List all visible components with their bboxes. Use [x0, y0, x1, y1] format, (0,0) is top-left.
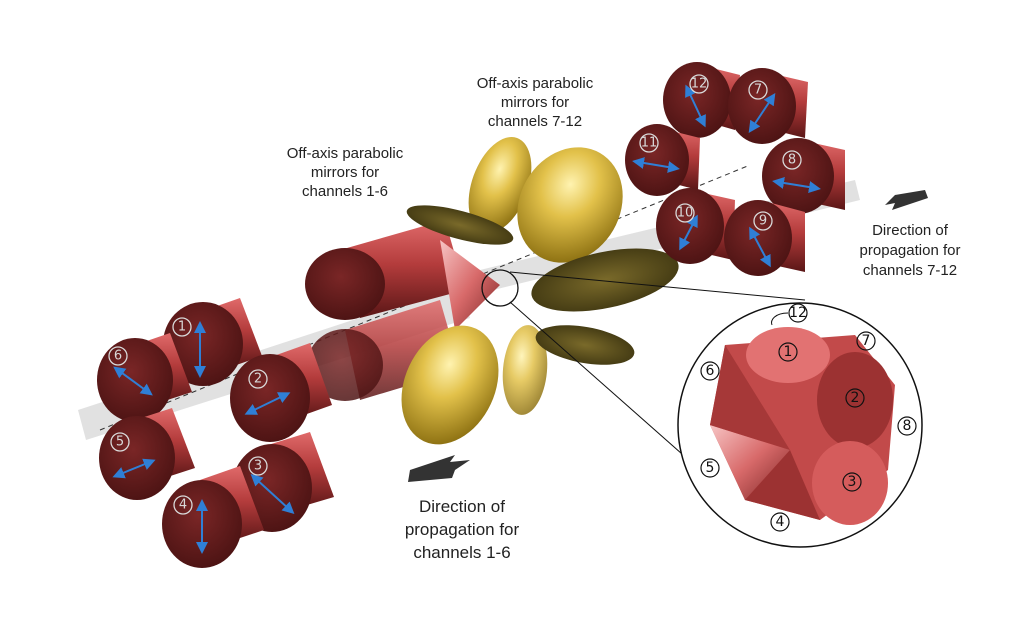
mirror-bottom-right	[535, 325, 635, 365]
polarization-arrow-11	[632, 157, 680, 173]
polarization-arrow-9	[749, 226, 771, 268]
channel-4-cylinder: 4	[162, 466, 264, 568]
polarization-arrow-7	[748, 93, 776, 133]
channel-8-cylinder: 8	[762, 138, 845, 214]
polarization-arrow-3	[250, 473, 295, 515]
mirror-left-flat	[406, 205, 514, 245]
inset-label-8: 8	[903, 418, 912, 434]
svg-text:propagation for: propagation for	[860, 242, 961, 259]
inset-cone-lower-shade	[745, 450, 820, 520]
channel-label-11: 11	[641, 136, 658, 151]
svg-text:channels 7-12: channels 7-12	[863, 262, 957, 279]
svg-text:Direction of: Direction of	[872, 222, 949, 239]
inset-facet-label-1: 1	[784, 344, 793, 360]
channel-label-4: 4	[179, 498, 187, 513]
mirror-bottom-mid	[502, 325, 548, 415]
inset-label-6: 6	[706, 363, 715, 379]
polarization-arrow-6	[113, 366, 153, 396]
propagation-arrow-7-12	[885, 190, 928, 210]
mirror-top-left	[468, 137, 532, 233]
inset-facet-1	[746, 327, 830, 383]
mirror-right-flat	[531, 248, 679, 312]
inset-facet-label-2: 2	[851, 390, 860, 406]
channel-10-cylinder: 10	[656, 188, 735, 264]
inset-label-4: 4	[776, 514, 785, 530]
inset-label-12: 12	[789, 305, 807, 321]
inset-cone-left	[710, 345, 790, 450]
zoom-circle	[481, 269, 519, 307]
channel-6-cylinder: 6	[97, 333, 192, 422]
inset-facet-2	[817, 352, 893, 448]
channel-label-7: 7	[754, 83, 762, 98]
left-channel-cylinders: 1 6 2 5	[97, 298, 334, 568]
svg-text:channels 7-12: channels 7-12	[488, 113, 582, 130]
polarization-arrow-2	[244, 392, 291, 415]
inset-label-7: 7	[862, 333, 871, 349]
central-cylinder-upper	[305, 220, 465, 320]
channel-label-1: 1	[178, 320, 186, 335]
channel-label-9: 9	[759, 214, 767, 229]
label-direction-1-6: Direction of propagation for channels 1-…	[405, 497, 520, 562]
channel-label-8: 8	[788, 153, 796, 168]
channel-label-12: 12	[691, 77, 708, 92]
svg-text:propagation for: propagation for	[405, 520, 520, 539]
mirrors-group	[401, 137, 679, 445]
mirror-top-right	[517, 147, 623, 263]
svg-text:channels 1-6: channels 1-6	[302, 183, 388, 200]
channel-label-6: 6	[114, 349, 122, 364]
svg-text:channels 1-6: channels 1-6	[413, 543, 510, 562]
label-mirrors-7-12: Off-axis parabolic mirrors for channels …	[477, 75, 594, 130]
svg-text:mirrors for: mirrors for	[501, 94, 569, 111]
inset-label-5: 5	[706, 460, 715, 476]
channel-9-cylinder: 9	[724, 200, 805, 276]
inset-facet-label-3: 3	[848, 474, 857, 490]
inset-facet-3	[812, 441, 888, 525]
central-cone	[440, 240, 500, 330]
channel-label-10: 10	[677, 206, 694, 221]
polarization-arrow-12	[685, 84, 706, 128]
inset-curl-arrow	[771, 312, 789, 326]
channel-5-cylinder: 5	[99, 408, 195, 500]
channel-2-cylinder: 2	[230, 343, 332, 442]
polarization-arrow-5	[112, 458, 156, 479]
right-channel-cylinders: 12 7 11 8	[625, 62, 845, 276]
channel-1-cylinder: 1	[163, 298, 262, 386]
label-direction-7-12: Direction of propagation for channels 7-…	[860, 222, 961, 279]
svg-text:Off-axis parabolic: Off-axis parabolic	[477, 75, 594, 92]
mirror-bottom-left	[401, 325, 499, 445]
channel-label-2: 2	[254, 372, 262, 387]
label-mirrors-1-6: Off-axis parabolic mirrors for channels …	[287, 145, 404, 200]
polarization-arrow-10	[679, 214, 698, 251]
svg-text:Off-axis parabolic: Off-axis parabolic	[287, 145, 404, 162]
polarization-arrow-8	[772, 177, 821, 193]
inset-magnified-view: 1 2 3 12 7 8 4 5 6	[677, 302, 923, 548]
channel-11-cylinder: 11	[625, 124, 700, 196]
channel-label-5: 5	[116, 435, 124, 450]
channel-7-cylinder: 7	[728, 68, 808, 144]
channel-label-3: 3	[254, 459, 262, 474]
svg-text:Direction of: Direction of	[419, 497, 505, 516]
propagation-arrow-1-6	[408, 455, 470, 482]
zoom-line-top	[509, 271, 806, 301]
svg-text:mirrors for: mirrors for	[311, 164, 379, 181]
